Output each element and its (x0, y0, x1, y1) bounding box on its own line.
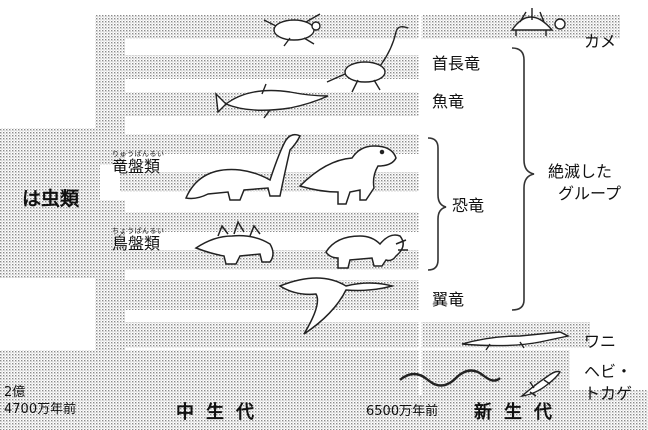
ornithischia-label: 鳥盤類 (112, 234, 161, 253)
boundary-time-label: 6500万年前 (366, 404, 439, 419)
plesiosaur-label: 首長竜 (432, 54, 481, 73)
lizard-label: トカゲ (584, 384, 633, 403)
sea-turtle-icon (263, 13, 321, 47)
sauropod-icon (184, 133, 302, 201)
pterosaur-label: 翼竜 (432, 290, 465, 309)
reptile-root-label: は虫類 (22, 188, 80, 210)
lizard-icon (519, 370, 562, 398)
tortoise-icon (510, 8, 566, 36)
theropod-icon (298, 145, 397, 205)
trunk-band (0, 128, 100, 278)
extinct-label-line2: グループ (558, 184, 622, 203)
saurischia-label: 竜盤類 (112, 157, 161, 176)
mesozoic-era-label: 中生代 (176, 402, 266, 423)
saurischia-band-1 (120, 134, 420, 154)
ornithischia-reading: ちょうばんるい (112, 227, 165, 235)
ichthyosaur-label: 魚竜 (432, 92, 465, 111)
dinosaur-label: 恐竜 (452, 196, 485, 215)
pterosaur-icon (278, 277, 395, 335)
squamate-band (0, 350, 570, 390)
triceratops-icon (325, 234, 408, 269)
turtle-label: カメ (584, 32, 617, 51)
snake-label: ヘビ・ (584, 362, 633, 381)
crocodile-icon (461, 331, 571, 351)
bottom-band (0, 390, 648, 430)
phylogeny-bands (0, 15, 648, 430)
cenozoic-era-label: 新生代 (474, 402, 564, 423)
plesiosaur-icon (326, 25, 409, 93)
crocodile-label: ワニ (584, 332, 617, 351)
start-time-line1: 2億 (4, 385, 26, 400)
extinct-bracket (511, 47, 535, 311)
extinct-label-line1: 絶滅した (548, 162, 613, 181)
snake-icon (399, 369, 501, 387)
brackets (427, 47, 535, 311)
start-time-line2: 4700万年前 (4, 402, 77, 417)
dinosaur-bracket (427, 137, 447, 271)
saurischia-reading: りゅうばんるい (112, 150, 165, 158)
ichthyosaur-icon (215, 83, 329, 119)
ornithischia-band-1 (120, 212, 420, 232)
stegosaur-icon (194, 220, 274, 265)
